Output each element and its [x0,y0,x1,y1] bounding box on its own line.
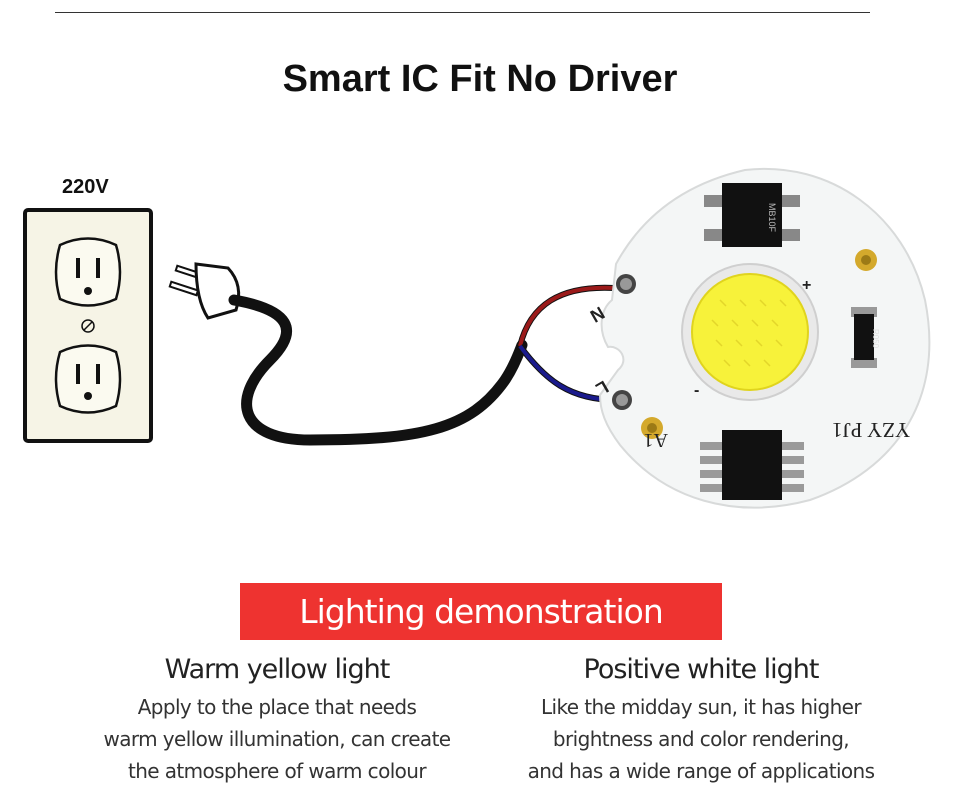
bridge-rectifier-chip [704,183,800,247]
white-light-title: Positive white light [583,654,820,685]
outlet-socket-top [54,237,122,307]
warm-light-section: Warm yellow light Apply to the place tha… [67,654,487,787]
resistor-code-label: R050 [871,329,880,349]
marking-model-label: YZY PJ1 [832,418,910,442]
bridge-code-label: MB10F [767,203,777,233]
white-light-line: brightness and color rendering, [552,727,850,751]
outlet-screw [81,319,95,333]
warm-light-line: the atmosphere of warm colour [127,759,427,783]
outlet-socket-bottom [54,344,122,414]
voltage-label: 220V [62,176,109,198]
page-title: Smart IC Fit No Driver [282,58,678,100]
led-cob-board: N L + - A1 YZY PJ1 R050 MB10F [587,167,931,509]
led-emitter [681,263,819,401]
warm-light-line: Apply to the place that needs [137,695,417,719]
polarity-minus-label: - [694,382,699,399]
warm-light-line: warm yellow illumination, can create [103,727,451,751]
power-plug [168,262,241,320]
warm-light-title: Warm yellow light [164,654,391,685]
demo-banner: Lighting demonstration [240,583,722,640]
power-cord [228,294,528,446]
white-light-section: Positive white light Like the midday sun… [491,654,911,787]
resistor [851,307,877,368]
white-light-line: Like the midday sun, it has higher [541,695,862,719]
demo-banner-label: Lighting demonstration [299,592,664,631]
white-light-line: and has a wide range of applications [527,759,875,783]
driver-ic-chip [700,430,804,500]
top-divider [55,12,870,13]
marking-a1-label: A1 [644,429,668,451]
wall-outlet [23,208,153,443]
terminal-n-label: N [587,303,608,327]
polarity-plus-label: + [802,277,811,294]
